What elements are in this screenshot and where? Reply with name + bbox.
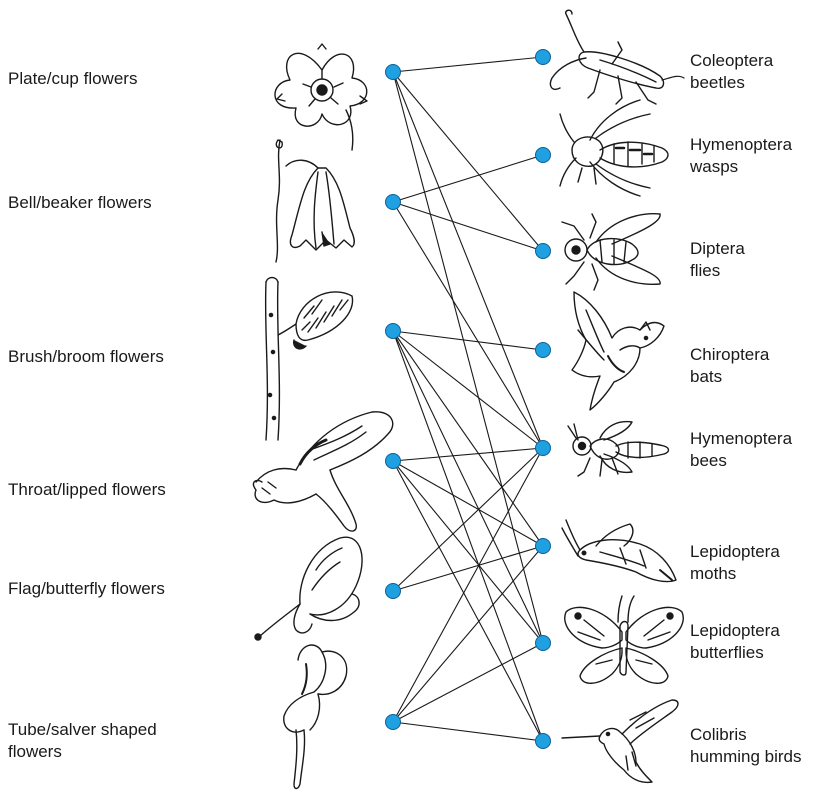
plate-flower-icon — [275, 44, 367, 150]
flower-node-bell — [386, 195, 401, 210]
wasp-icon — [560, 100, 668, 196]
pollinator-node-wasps — [536, 148, 551, 163]
edge-bell-flies — [393, 202, 543, 251]
pollinator-node-bees — [536, 441, 551, 456]
beetle-icon — [550, 10, 684, 104]
edge-tube-moths — [393, 546, 543, 722]
connection-nodes — [386, 50, 551, 749]
edge-brush-moths — [393, 331, 543, 546]
pollinator-node-bats — [536, 343, 551, 358]
edge-brush-bees — [393, 331, 543, 448]
flag-flower-icon — [255, 537, 362, 640]
flower-node-tube — [386, 715, 401, 730]
edge-throat-bees — [393, 448, 543, 461]
throat-flower-icon — [254, 412, 393, 531]
edge-brush-butterflies — [393, 331, 543, 643]
brush-flower-icon — [266, 278, 353, 441]
flower-node-flag — [386, 584, 401, 599]
edge-plate-butterflies — [393, 72, 543, 643]
edge-tube-butterflies — [393, 643, 543, 722]
edge-flag-bees — [393, 448, 543, 591]
hummingbird-icon — [562, 700, 678, 782]
fly-icon — [562, 214, 660, 290]
pollinator-node-hummingbirds — [536, 734, 551, 749]
edge-plate-beetles — [393, 57, 543, 72]
flower-node-plate — [386, 65, 401, 80]
pollinator-node-flies — [536, 244, 551, 259]
edge-tube-hummingbirds — [393, 722, 543, 741]
flower-node-brush — [386, 324, 401, 339]
edge-bell-bees — [393, 202, 543, 448]
flower-node-throat — [386, 454, 401, 469]
edge-brush-bats — [393, 331, 543, 350]
connection-lines — [393, 57, 543, 741]
pollinator-node-butterflies — [536, 636, 551, 651]
tube-flower-icon — [284, 645, 347, 788]
pollinator-node-moths — [536, 539, 551, 554]
bee-icon — [568, 422, 669, 476]
bell-flower-icon — [276, 140, 354, 262]
pollinator-node-beetles — [536, 50, 551, 65]
butterfly-icon — [565, 596, 684, 683]
moth-icon — [562, 520, 676, 582]
bat-icon — [572, 292, 664, 410]
